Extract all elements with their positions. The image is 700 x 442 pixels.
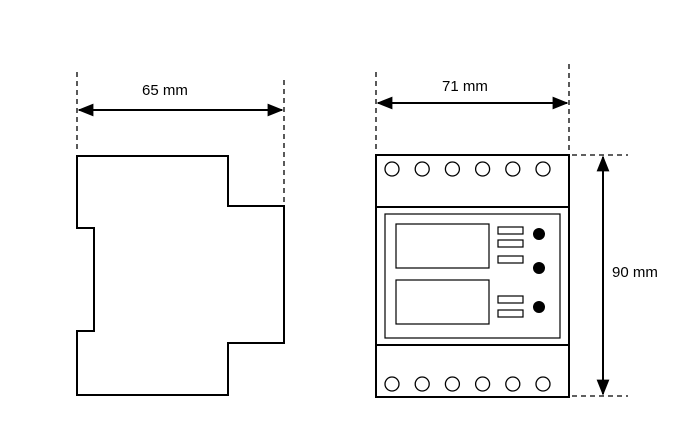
display-lower xyxy=(395,279,490,325)
terminal-screw xyxy=(414,376,430,392)
terminal-screw xyxy=(505,376,521,392)
terminal-screw xyxy=(474,161,491,177)
terminal-screw xyxy=(414,161,430,177)
indicator-slot xyxy=(497,226,524,235)
indicator-slot xyxy=(497,255,524,264)
top-terminal-block xyxy=(375,154,570,208)
indicator-slot xyxy=(497,309,524,318)
terminal-screw xyxy=(535,376,551,392)
terminal-screw xyxy=(384,161,400,177)
width-label: 71 mm xyxy=(442,78,488,95)
depth-dimension: 65 mm xyxy=(76,72,285,206)
depth-label: 65 mm xyxy=(142,82,188,99)
front-view xyxy=(375,154,570,398)
terminal-screw xyxy=(505,161,521,177)
control-button xyxy=(533,262,545,274)
height-dimension: 90 mm xyxy=(572,154,658,397)
terminal-screw xyxy=(384,376,400,392)
control-button xyxy=(533,301,545,313)
front-panel-inner xyxy=(384,213,561,339)
side-view xyxy=(76,155,285,396)
height-label: 90 mm xyxy=(612,264,658,281)
display-upper xyxy=(395,223,490,269)
control-button xyxy=(533,228,545,240)
width-dimension: 71 mm xyxy=(375,64,570,150)
indicator-slot xyxy=(497,239,524,248)
terminal-screw xyxy=(474,376,491,392)
terminal-screw xyxy=(444,376,461,392)
terminal-screw xyxy=(535,161,551,177)
indicator-slot xyxy=(497,295,524,304)
terminal-screw xyxy=(444,161,461,177)
bottom-terminals xyxy=(384,376,551,392)
side-view-outline xyxy=(76,155,285,396)
top-terminals xyxy=(384,161,551,177)
